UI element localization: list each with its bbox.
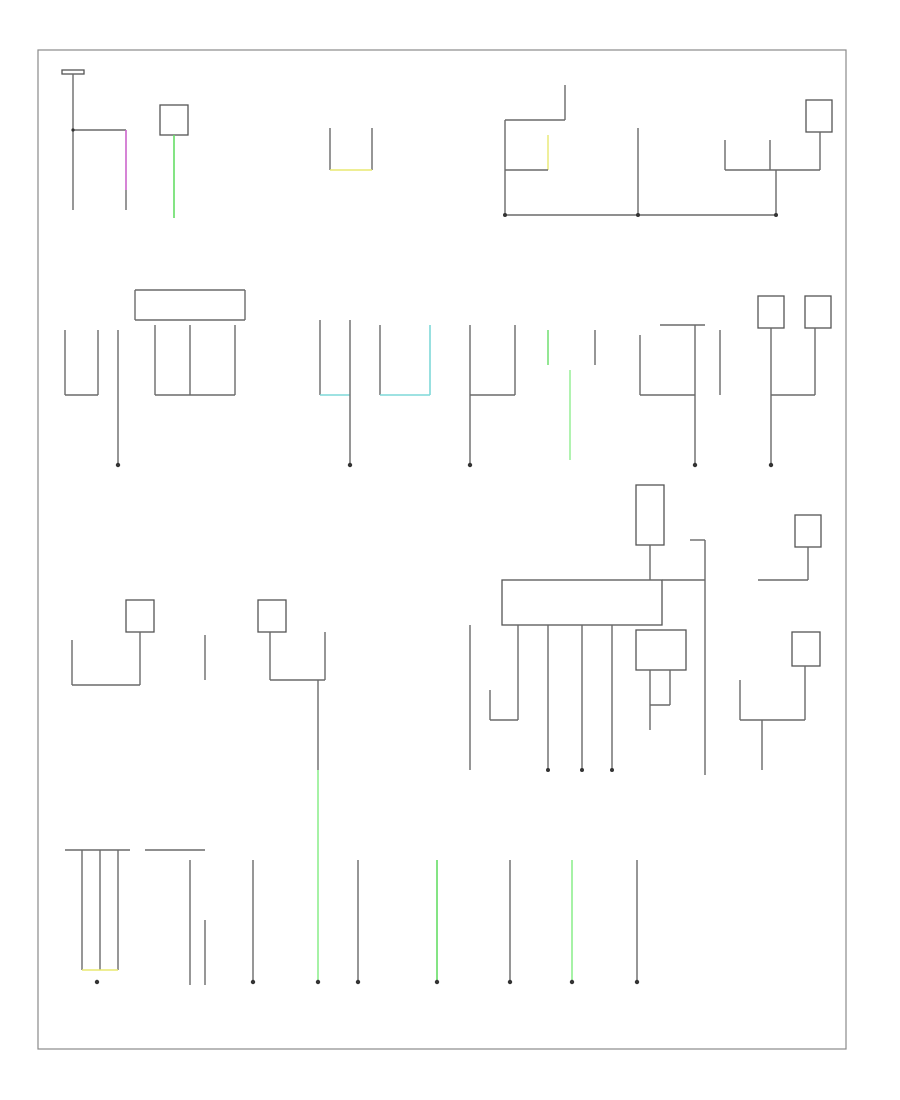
center-right-cluster-row-2: [467, 325, 596, 468]
left-cluster-row-4: [65, 849, 206, 985]
row-3-circuits: [71, 484, 822, 775]
right-cluster-row-2: [639, 295, 832, 468]
connector-yellow-loop: [329, 128, 373, 171]
row-4-circuits: [65, 770, 640, 985]
center-right-cluster-row-3: [469, 484, 822, 775]
fuse-block-top-left: [61, 69, 127, 210]
row-2-circuits: [64, 289, 832, 468]
diagram-frame: [37, 49, 847, 1050]
left-cluster-row-2: [64, 289, 246, 468]
left-cluster-row-3: [71, 599, 326, 770]
right-cluster-row-4: [250, 770, 640, 985]
middle-cluster-row-2: [319, 320, 431, 468]
upper-right-ground-bus: [503, 85, 833, 217]
module-green-ground: [159, 104, 189, 218]
row-1-circuits: [61, 69, 833, 218]
